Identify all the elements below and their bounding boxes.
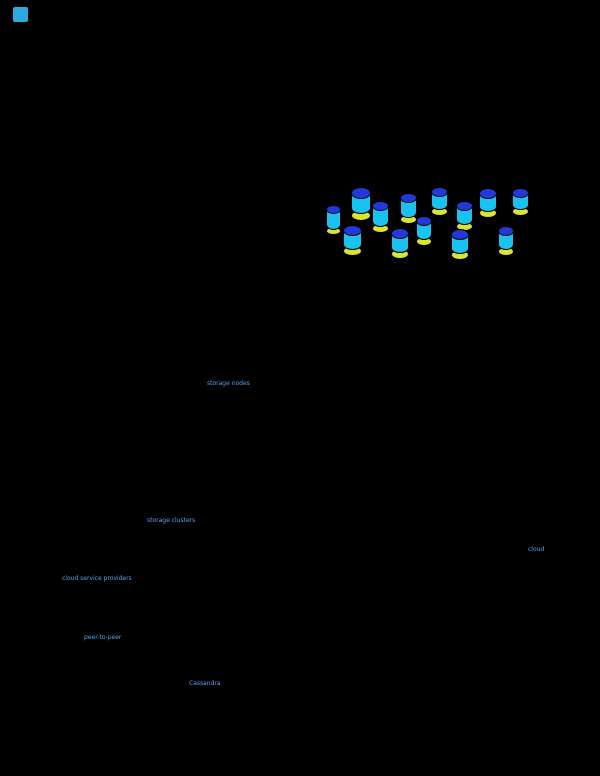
disk-cylinder-icon	[512, 188, 529, 216]
hyperlink[interactable]: storage clusters	[147, 517, 196, 524]
disk-cylinder-icon	[326, 205, 341, 235]
disk-cylinder-icon	[391, 228, 409, 259]
hyperlink[interactable]: peer-to-peer	[84, 634, 122, 641]
disk-cylinder-icon	[343, 225, 362, 256]
disk-cylinder-icon	[451, 229, 469, 260]
disk-cylinder-icon	[431, 187, 448, 216]
corner-marker-icon	[13, 7, 28, 22]
disk-cylinder-icon	[456, 201, 473, 231]
disk-cylinder-icon	[479, 188, 497, 218]
disk-cylinder-icon	[416, 216, 432, 246]
hyperlink[interactable]: cloud	[528, 546, 545, 553]
hyperlink[interactable]: Cassandra	[189, 680, 221, 687]
hyperlink[interactable]: storage nodes	[207, 380, 250, 387]
disk-cylinder-icon	[351, 187, 371, 221]
disk-cylinder-icon	[498, 226, 514, 256]
disk-cylinder-icon	[372, 201, 389, 233]
hyperlink[interactable]: cloud service providers	[62, 575, 132, 582]
